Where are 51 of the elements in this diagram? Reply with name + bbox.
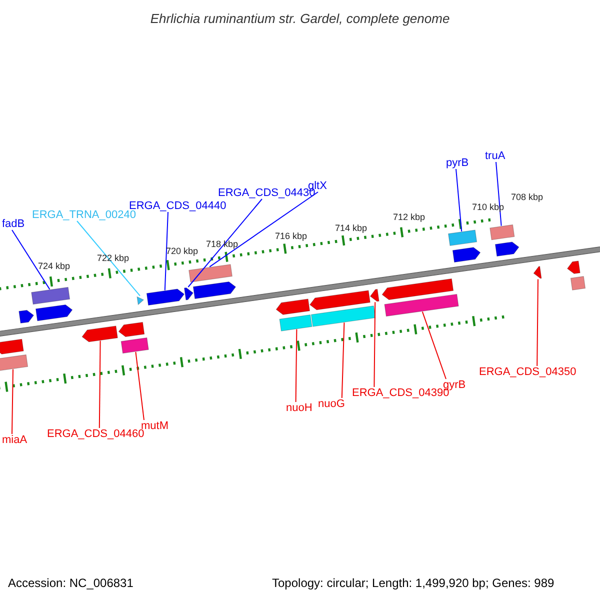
leader-line bbox=[135, 351, 144, 420]
diagram-title: Ehrlichia ruminantium str. Gardel, complete genome bbox=[149, 11, 451, 26]
scale-label: 716 kbp bbox=[275, 231, 308, 241]
gene-label: nuoG bbox=[318, 398, 345, 410]
gene-box bbox=[570, 276, 586, 290]
gene-label: miaA bbox=[2, 434, 28, 446]
gene-feature bbox=[566, 260, 580, 274]
gene-box bbox=[188, 264, 232, 282]
gene-feature bbox=[494, 242, 520, 257]
leader-line bbox=[188, 198, 262, 288]
leader-line bbox=[209, 192, 318, 268]
gene-label: truA bbox=[485, 150, 506, 162]
gene-box bbox=[120, 337, 149, 354]
leader-line bbox=[164, 212, 168, 291]
gene-box bbox=[448, 230, 478, 246]
scale-label: 714 kbp bbox=[335, 223, 368, 233]
gene-box bbox=[0, 354, 28, 372]
gene-label: ERGA_TRNA_00240 bbox=[32, 209, 136, 221]
gene-label: pyrB bbox=[446, 157, 469, 169]
leader-line bbox=[12, 368, 14, 434]
gene-label: ERGA_CDS_04460 bbox=[47, 428, 144, 440]
gene-box bbox=[279, 314, 312, 332]
scale-label: 718 kbp bbox=[206, 239, 238, 249]
leader-line bbox=[295, 328, 298, 402]
gene-feature bbox=[82, 326, 118, 342]
gene-label: fadB bbox=[2, 218, 25, 230]
leader-line bbox=[341, 322, 345, 398]
gene-feature bbox=[18, 310, 34, 324]
gene-feature bbox=[276, 298, 310, 315]
footer-text: Topology: circular; Length: 1,499,920 bp; Genes: 989 bbox=[272, 576, 554, 590]
gene-label: nuoH bbox=[286, 402, 312, 414]
gene-feature bbox=[452, 247, 481, 263]
gene-box bbox=[31, 286, 70, 305]
footer-text: Accession: NC_006831 bbox=[8, 576, 134, 590]
scale-label: 724 kbp bbox=[38, 261, 70, 271]
gene-label: ERGA_CDS_04350 bbox=[479, 366, 576, 378]
scale-label: 712 kbp bbox=[393, 212, 426, 222]
leader-line bbox=[496, 162, 502, 226]
scale-label: 708 kbp bbox=[511, 192, 544, 202]
leader-line bbox=[12, 230, 50, 290]
leader-line bbox=[536, 278, 538, 366]
gene-box bbox=[490, 224, 515, 240]
gene-feature bbox=[533, 266, 542, 279]
gene-feature bbox=[118, 322, 145, 338]
gene-box bbox=[384, 294, 459, 317]
gene-feature bbox=[0, 338, 24, 354]
gene-label: ERGA_CDS_04440 bbox=[129, 200, 226, 212]
leader-line bbox=[456, 168, 462, 232]
leader-line bbox=[422, 311, 446, 380]
leader-line bbox=[98, 340, 101, 428]
gene-feature bbox=[382, 278, 454, 300]
